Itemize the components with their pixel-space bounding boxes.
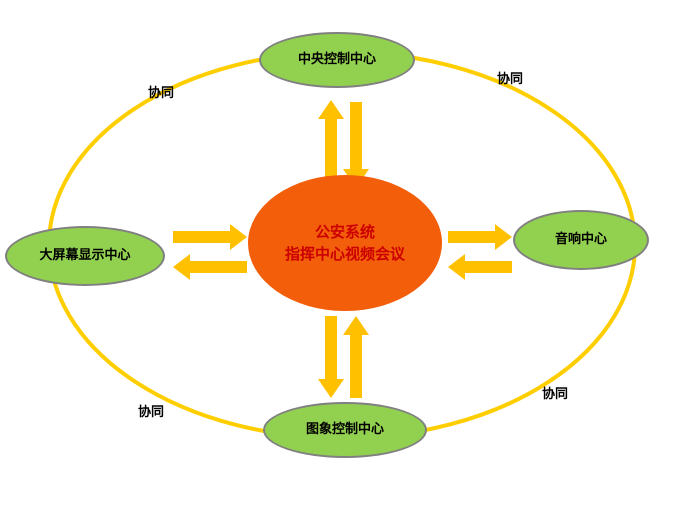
node-large-screen-display-center: 大屏幕显示中心 [5, 226, 165, 286]
node-label: 音响中心 [554, 231, 607, 247]
node-central-control-center: 中央控制中心 [259, 32, 415, 88]
node-audio-center: 音响中心 [513, 210, 649, 270]
arrow-top-to-center [343, 102, 369, 188]
arrow-right-to-center [448, 254, 512, 280]
arrow-left-to-center [173, 224, 247, 250]
arrow-bottom-to-center [343, 316, 369, 398]
ring-label-top-left: 协同 [148, 86, 175, 101]
arrow-center-to-right [448, 224, 512, 250]
center-title-line1: 公安系统 [314, 222, 375, 241]
arrow-center-to-bottom [318, 316, 344, 398]
ring-label-bottom-right: 协同 [542, 387, 569, 402]
arrow-center-to-top [318, 100, 344, 186]
ring-label-top-right: 协同 [497, 72, 524, 87]
node-label: 图象控制中心 [305, 421, 384, 437]
arrow-center-to-left [173, 254, 247, 280]
node-image-control-center: 图象控制中心 [263, 402, 427, 458]
node-label: 中央控制中心 [297, 51, 376, 67]
node-command-center-hub: 公安系统 指挥中心视频会议 [248, 175, 442, 311]
node-label: 大屏幕显示中心 [39, 247, 131, 263]
center-title-line2: 指挥中心视频会议 [284, 245, 405, 263]
ring-label-bottom-left: 协同 [138, 405, 165, 420]
